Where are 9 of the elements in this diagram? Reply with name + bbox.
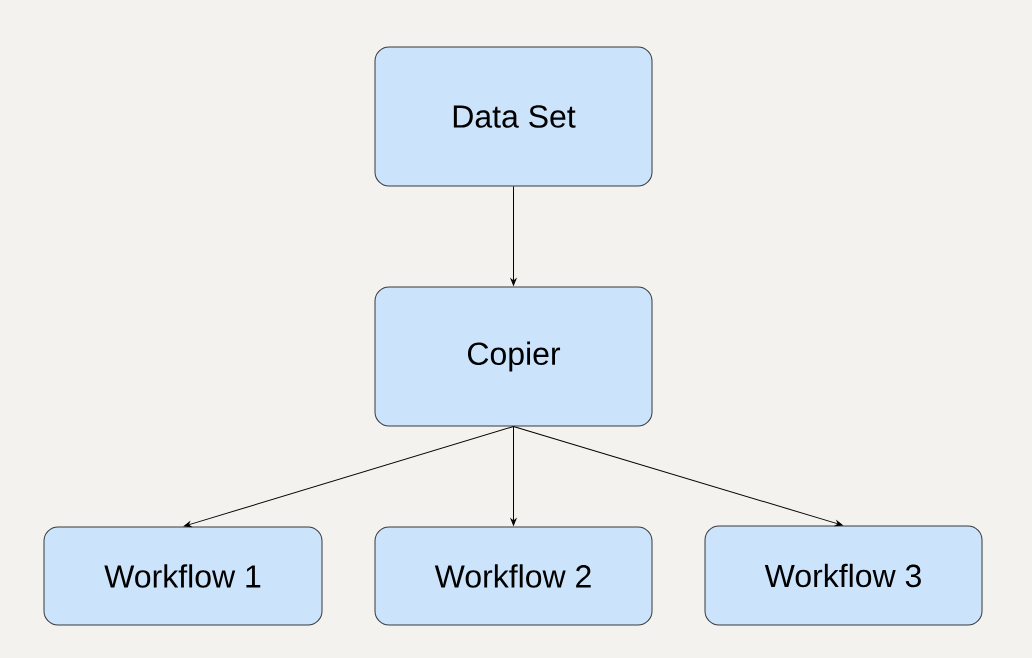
arrow [510, 186, 517, 286]
process-box: Workflow 2 [374, 526, 653, 626]
arrow [510, 426, 517, 526]
process-box: Copier [374, 286, 653, 427]
arrow [513, 426, 843, 527]
process-box: Workflow 1 [43, 526, 323, 626]
process-box: Data Set [374, 46, 653, 187]
process-box: Workflow 3 [704, 525, 983, 626]
arrow [183, 426, 514, 528]
